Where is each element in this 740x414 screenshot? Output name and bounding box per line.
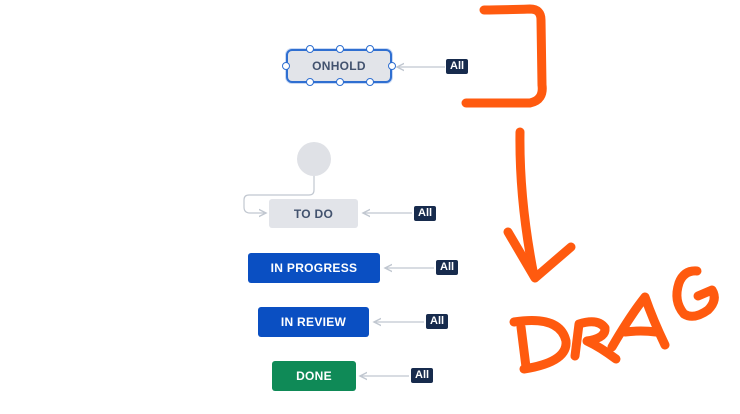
transition-badge-in-progress[interactable]: All — [436, 260, 459, 275]
status-in-progress-label: IN PROGRESS — [270, 261, 358, 275]
transition-badge-in-review[interactable]: All — [426, 314, 449, 329]
resize-handle-bottom-left[interactable] — [306, 78, 314, 86]
arrow-shaft-mark — [515, 127, 539, 281]
status-todo[interactable]: TO DO — [269, 199, 358, 228]
status-done-label: DONE — [296, 369, 332, 383]
resize-handle-top-left[interactable] — [306, 45, 314, 53]
transition-badge-todo[interactable]: All — [414, 206, 437, 221]
transition-badge-onhold[interactable]: All — [446, 59, 469, 74]
letter-d-mark — [509, 316, 571, 374]
status-todo-label: TO DO — [293, 206, 334, 221]
resize-handle-right[interactable] — [388, 62, 396, 70]
status-done[interactable]: DONE — [272, 361, 356, 391]
resize-handle-top-right[interactable] — [366, 45, 374, 53]
status-onhold-label: ONHOLD — [312, 59, 366, 73]
bracket-mark — [461, 4, 547, 108]
letter-a-mark — [607, 292, 670, 352]
transition-badge-done[interactable]: All — [411, 368, 434, 383]
resize-handle-bottom-right[interactable] — [366, 78, 374, 86]
status-in-review-label: IN REVIEW — [280, 315, 347, 329]
letter-g-mark — [672, 266, 719, 321]
letter-r-mark — [570, 317, 621, 364]
resize-handle-left[interactable] — [282, 62, 290, 70]
status-in-review[interactable]: IN REVIEW — [258, 307, 369, 337]
workflow-start-node[interactable] — [297, 142, 331, 176]
resize-handle-top-center[interactable] — [336, 45, 344, 53]
resize-handle-bottom-center[interactable] — [336, 78, 344, 86]
arrow-head-mark — [503, 227, 576, 283]
status-in-progress[interactable]: IN PROGRESS — [248, 253, 380, 283]
